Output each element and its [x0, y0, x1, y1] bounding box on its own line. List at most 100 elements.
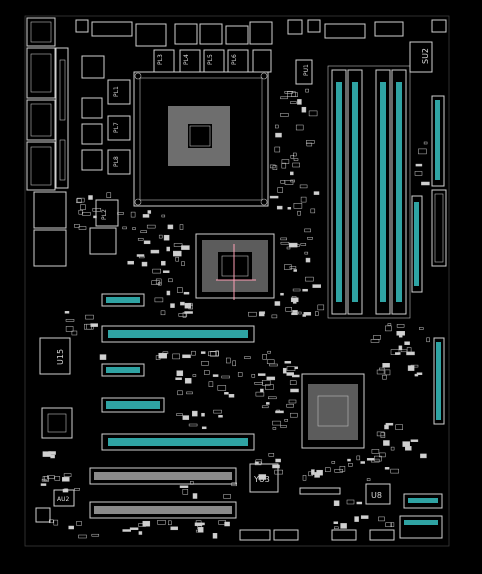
passive-component — [423, 141, 428, 145]
passive-component — [224, 392, 229, 395]
passive-component — [132, 227, 136, 230]
label-su2: SU2 — [421, 48, 430, 64]
passive-component — [248, 311, 257, 317]
passive-component — [280, 237, 287, 241]
passive-component — [142, 214, 150, 218]
passive-component — [266, 402, 270, 405]
passive-component — [297, 99, 302, 105]
passive-component — [294, 244, 300, 247]
passive-component — [405, 446, 412, 451]
passive-component — [280, 113, 289, 117]
passive-component — [166, 246, 170, 252]
passive-component — [47, 475, 55, 479]
passive-component — [267, 350, 271, 354]
passive-component — [212, 533, 218, 539]
passive-component — [151, 280, 160, 285]
passive-component — [360, 515, 369, 519]
passive-component — [385, 325, 392, 332]
dimm-slots — [327, 65, 411, 319]
passive-component — [410, 439, 419, 442]
passive-component — [379, 452, 386, 458]
left-qfp — [41, 407, 73, 439]
passive-component — [208, 381, 214, 387]
passive-component — [71, 330, 78, 336]
passive-component — [180, 301, 185, 306]
passive-component — [182, 415, 190, 420]
passive-component — [395, 352, 401, 355]
passive-component — [275, 132, 282, 138]
passive-component — [295, 124, 304, 131]
passive-component — [271, 314, 278, 319]
passive-component — [179, 224, 184, 230]
passive-component — [179, 485, 189, 488]
passive-component — [280, 425, 287, 428]
passive-component — [404, 341, 410, 345]
passive-component — [224, 521, 230, 527]
passive-component — [85, 314, 94, 320]
passive-component — [333, 500, 340, 506]
passive-component — [331, 461, 336, 464]
passive-component — [402, 441, 410, 447]
passive-component — [348, 463, 353, 467]
passive-component — [160, 310, 166, 316]
passive-component — [333, 521, 339, 524]
passive-component — [173, 243, 183, 247]
passive-component — [406, 351, 415, 356]
passive-component — [197, 527, 204, 533]
passive-component — [414, 373, 419, 377]
passive-component — [340, 523, 347, 529]
passive-component — [414, 171, 423, 176]
passive-component — [398, 345, 403, 351]
passive-component — [170, 526, 178, 531]
passive-component — [90, 323, 98, 327]
passive-component — [42, 451, 52, 457]
expansion-slots — [89, 293, 255, 519]
passive-component — [157, 520, 166, 525]
passive-component — [68, 525, 74, 530]
passive-component — [42, 476, 49, 481]
passive-component — [254, 382, 263, 385]
passive-component — [182, 489, 189, 495]
passive-component — [284, 361, 292, 364]
passive-component — [415, 163, 423, 167]
passive-component — [200, 351, 206, 354]
passive-component — [383, 440, 390, 446]
passive-component — [274, 146, 281, 153]
passive-component — [305, 257, 311, 263]
passive-component — [286, 372, 294, 376]
passive-component — [280, 96, 288, 100]
passive-component — [382, 363, 390, 368]
passive-component — [161, 214, 166, 218]
passive-component — [284, 91, 294, 94]
passive-component — [308, 110, 318, 117]
passive-component — [293, 152, 297, 157]
label-u8: U8 — [371, 491, 382, 500]
passive-component — [137, 238, 144, 241]
passive-component — [201, 361, 209, 366]
passive-components — [40, 88, 430, 539]
passive-component — [192, 410, 198, 417]
right-edge-connectors — [411, 95, 447, 425]
passive-component — [74, 224, 80, 228]
passive-component — [88, 195, 93, 200]
cpu-socket — [133, 71, 269, 207]
bottom-edge-connectors — [35, 487, 443, 541]
passive-component — [292, 288, 301, 292]
passive-component — [232, 360, 236, 367]
passive-component — [419, 327, 424, 330]
passive-component — [289, 380, 297, 385]
passive-component — [269, 363, 278, 367]
passive-component — [143, 240, 151, 245]
label-u15: U15 — [56, 349, 65, 365]
passive-component — [210, 351, 219, 357]
passive-component — [292, 162, 300, 168]
passive-component — [182, 354, 191, 359]
passive-component — [280, 241, 290, 245]
passive-component — [290, 412, 298, 418]
passive-component — [176, 370, 184, 376]
passive-component — [293, 203, 303, 209]
passive-component — [223, 494, 231, 499]
passive-component — [376, 431, 385, 437]
passive-component — [290, 388, 299, 393]
passive-component — [254, 461, 262, 466]
